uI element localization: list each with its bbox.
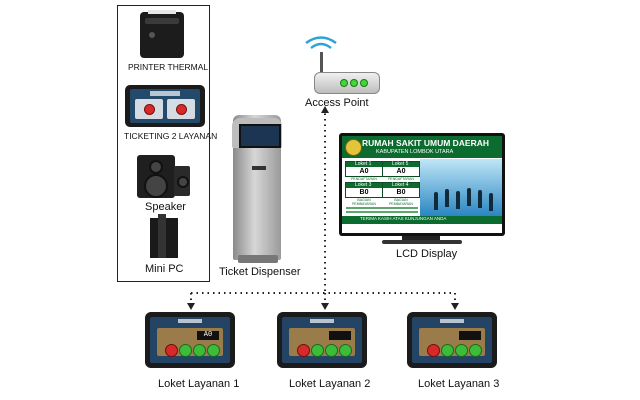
- printer-paper: [148, 10, 176, 14]
- ticketing-red-button-2: [176, 104, 187, 115]
- repeat-green-button[interactable]: [469, 344, 482, 357]
- kiosk-base: [238, 255, 278, 263]
- person-silhouette: [467, 188, 471, 206]
- drop-arrow-3: [451, 303, 459, 310]
- repeat-green-button[interactable]: [207, 344, 220, 357]
- printer-button: [149, 32, 155, 38]
- lcd-list-line-2: [346, 211, 418, 213]
- mini-pc-face: [158, 214, 166, 258]
- loket-label-3: Loket Layanan 3: [418, 378, 500, 390]
- lcd-counter-number: A0: [383, 167, 419, 176]
- lcd-subtitle: KABUPATEN LOMBOK UTARA: [376, 149, 454, 155]
- loket-display: A0: [197, 331, 219, 340]
- kiosk-screen: [239, 124, 281, 148]
- hospital-logo-icon: [345, 139, 362, 156]
- next-green-button[interactable]: [455, 344, 468, 357]
- ticketing-red-button-1: [144, 104, 155, 115]
- satellite-cone: [177, 176, 189, 188]
- person-silhouette: [434, 192, 438, 210]
- ticketing-tablet-header: [150, 91, 180, 96]
- wifi-wave-1: [310, 42, 332, 50]
- printer-label: PRINTER THERMAL: [128, 62, 209, 72]
- access-point-label: Access Point: [305, 97, 369, 109]
- lcd-counter-desc: PENDAFTARAN: [388, 177, 414, 181]
- lcd-counter-number: B0: [346, 188, 382, 197]
- lcd-stand: [402, 236, 440, 240]
- ap-led-3: [360, 79, 368, 87]
- loket-header: [178, 319, 202, 323]
- kiosk-ticket-slot: [252, 166, 266, 170]
- loket-header: [310, 319, 334, 323]
- lcd-list-line-1: [346, 207, 418, 209]
- lcd-counter-number: A0: [346, 167, 382, 176]
- ticket-dispenser-label: Ticket Dispenser: [219, 266, 301, 278]
- access-point-antenna: [320, 52, 323, 76]
- next-green-button[interactable]: [325, 344, 338, 357]
- lcd-people-image: [420, 159, 502, 216]
- uplink-arrow: [321, 106, 329, 113]
- loket-label-2: Loket Layanan 2: [289, 378, 371, 390]
- lcd-base: [382, 240, 462, 244]
- loket-display: [459, 331, 481, 340]
- speaker-label: Speaker: [145, 201, 186, 213]
- loket-header: [440, 319, 464, 323]
- lcd-counter-name: Loket 4: [392, 182, 409, 188]
- call-green-button[interactable]: [311, 344, 324, 357]
- lcd-counter-name: Loket 1: [355, 161, 372, 167]
- person-silhouette: [478, 190, 482, 208]
- lcd-counter-name: Loket 3: [355, 182, 372, 188]
- lcd-header: [342, 136, 502, 158]
- ap-led-1: [340, 79, 348, 87]
- call-red-button[interactable]: [297, 344, 310, 357]
- person-silhouette: [445, 189, 449, 207]
- lcd-counter-desc: PENDAFTARAN: [351, 177, 377, 181]
- drop-arrow-2: [321, 303, 329, 310]
- call-red-button[interactable]: [427, 344, 440, 357]
- speaker-tweeter: [149, 160, 163, 174]
- lcd-counter-desc: BAGIAN PEMBAYARAN: [352, 198, 376, 206]
- repeat-green-button[interactable]: [339, 344, 352, 357]
- ticketing-label: TICKETING 2 LAYANAN: [124, 131, 218, 141]
- lcd-label: LCD Display: [396, 248, 458, 260]
- lcd-footer: [342, 216, 502, 224]
- lcd-counter-number: B0: [383, 188, 419, 197]
- call-red-button[interactable]: [165, 344, 178, 357]
- minipc-label: Mini PC: [145, 263, 184, 275]
- lcd-counter-name: Loket 5: [392, 161, 409, 167]
- next-green-button[interactable]: [193, 344, 206, 357]
- speaker-woofer: [144, 174, 168, 198]
- printer-slot: [145, 18, 179, 24]
- call-green-button[interactable]: [179, 344, 192, 357]
- wifi-wave-2: [305, 36, 337, 45]
- ap-led-2: [350, 79, 358, 87]
- drop-arrow-1: [187, 303, 195, 310]
- call-green-button[interactable]: [441, 344, 454, 357]
- person-silhouette: [456, 191, 460, 209]
- lcd-title: RUMAH SAKIT UMUM DAERAH: [362, 138, 490, 148]
- loket-label-1: Loket Layanan 1: [158, 378, 240, 390]
- person-silhouette: [489, 193, 493, 211]
- lcd-counter-desc: BAGIAN PEMBAYARAN: [389, 198, 413, 206]
- lcd-footer-text: TERIMA KASIH ATAS KUNJUNGAN ANDA: [360, 216, 447, 221]
- loket-display: [329, 331, 351, 340]
